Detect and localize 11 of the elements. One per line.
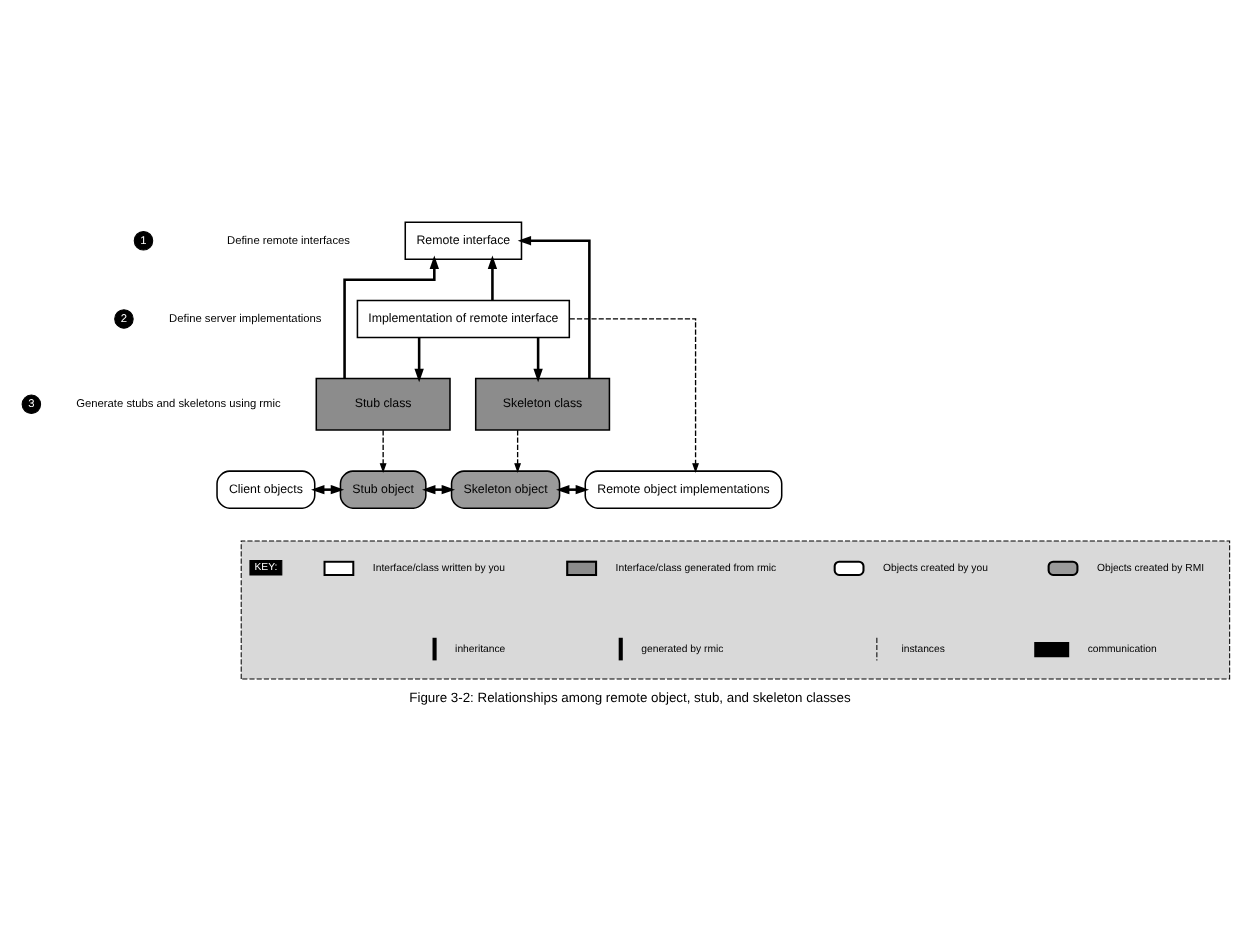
arrow <box>513 429 521 474</box>
arrow <box>555 484 589 495</box>
arrow <box>532 337 542 383</box>
arrow <box>421 484 455 495</box>
arrow <box>567 318 699 474</box>
arrow <box>310 484 344 495</box>
arrow <box>413 337 423 383</box>
arrow <box>378 429 386 474</box>
arrow <box>486 255 497 301</box>
arrow <box>342 255 438 379</box>
arrow <box>516 236 590 379</box>
